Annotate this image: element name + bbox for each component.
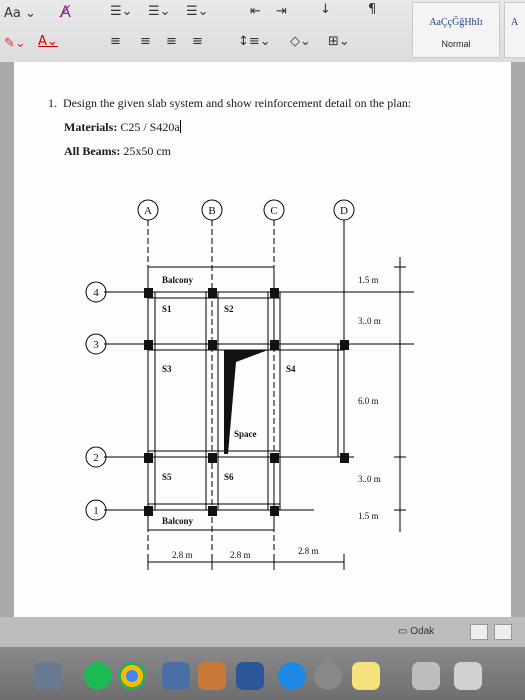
align-center-icon[interactable]: ≡ (140, 34, 151, 49)
slab-plan-drawing: A B C D 4 3 2 1 Balcony Balcony Space S1… (85, 199, 414, 570)
align-left-icon[interactable]: ≡ (110, 34, 121, 49)
sort-icon[interactable]: ↓ (320, 2, 331, 17)
focus-mode-label: Odak (410, 626, 435, 637)
multilevel-list-icon[interactable]: ☰⌄ (186, 4, 209, 19)
text-cursor (179, 120, 181, 133)
web-layout-icon[interactable] (494, 624, 512, 640)
axis-label-col: D (340, 205, 348, 217)
status-bar (0, 617, 525, 647)
axis-label-row: 3 (93, 339, 99, 351)
style-normal-tile[interactable]: AaÇçĞğHhIı Normal (412, 2, 500, 58)
document-stack-icon[interactable] (412, 662, 440, 690)
balcony-top-label: Balcony (162, 275, 194, 285)
preview-icon[interactable] (162, 662, 190, 690)
question-prompt: Design the given slab system and show re… (63, 96, 412, 110)
increase-indent-icon[interactable]: ⇥ (276, 4, 287, 19)
dim-bottom: 2.8 m (172, 550, 193, 560)
print-layout-icon[interactable] (470, 624, 488, 640)
stickies-icon[interactable] (352, 662, 380, 690)
axis-label-col: B (208, 205, 215, 217)
word-icon[interactable] (236, 662, 264, 690)
decrease-indent-icon[interactable]: ⇤ (250, 4, 261, 19)
justify-icon[interactable]: ≡ (192, 34, 203, 49)
focus-mode-button[interactable]: ▭ Odak (398, 626, 435, 637)
dim-right: 3..0 m (358, 316, 381, 326)
notes-icon[interactable] (198, 662, 226, 690)
question-number: 1. (48, 96, 57, 110)
spotify-icon[interactable] (84, 662, 112, 690)
space-label: Space (234, 429, 257, 439)
font-size-control[interactable]: Aa ⌄ (4, 6, 36, 21)
clear-format-icon[interactable]: A̸ (60, 2, 71, 21)
style-preview: A (511, 17, 519, 28)
borders-icon[interactable]: ⊞⌄ (328, 34, 350, 49)
beams-label: All Beams: (64, 144, 121, 158)
slab-label: S6 (224, 472, 234, 482)
ribbon-toolbar: Aa ⌄ A̸ ☰⌄ ☰⌄ ☰⌄ ⇤ ⇥ ↓ ¶ ✎⌄ A⌄ ≡ ≡ ≡ ≡ ↕… (0, 0, 525, 62)
materials-label: Materials: (64, 120, 118, 134)
axis-label-row: 4 (93, 287, 99, 299)
dim-right: 6.0 m (358, 396, 379, 406)
dim-right: 1.5 m (358, 511, 379, 521)
slab-label: S2 (224, 304, 234, 314)
dim-bottom: 2.8 m (230, 550, 251, 560)
question-line: 1. Design the given slab system and show… (48, 96, 411, 111)
system-preferences-icon[interactable] (314, 662, 342, 690)
document-page[interactable]: 1. Design the given slab system and show… (14, 62, 511, 617)
font-size-label: Aa (4, 6, 21, 21)
numbering-icon[interactable]: ☰⌄ (148, 4, 171, 19)
trash-icon[interactable] (454, 662, 482, 690)
axis-label-row: 1 (93, 505, 99, 517)
space-opening-shading (224, 350, 268, 454)
slab-label: S4 (286, 364, 296, 374)
app-store-icon[interactable] (278, 662, 306, 690)
slab-label: S5 (162, 472, 172, 482)
axis-label-row: 2 (93, 452, 99, 464)
launchpad-icon[interactable] (34, 662, 62, 690)
shading-icon[interactable]: ◇⌄ (290, 34, 311, 49)
axis-label-col: C (270, 205, 277, 217)
slab-label: S3 (162, 364, 172, 374)
materials-line: Materials: C25 / S420a (64, 120, 181, 135)
font-color-icon[interactable]: A⌄ (38, 34, 58, 49)
line-spacing-icon[interactable]: ↕≡⌄ (238, 34, 271, 49)
slab-label: S1 (162, 304, 172, 314)
dim-right: 3..0 m (358, 474, 381, 484)
style-name: Normal (441, 39, 471, 49)
style-next-tile[interactable]: A (504, 2, 525, 58)
highlight-icon[interactable]: ✎⌄ (4, 36, 26, 51)
axis-label-col: A (144, 205, 152, 217)
style-preview: AaÇçĞğHhIı (429, 17, 483, 28)
pilcrow-icon[interactable]: ¶ (368, 2, 377, 17)
materials-value: C25 / S420a (120, 120, 180, 134)
beams-value: 25x50 cm (123, 144, 171, 158)
dim-bottom: 2.8 m (298, 546, 319, 556)
chrome-icon[interactable] (118, 662, 146, 690)
balcony-bottom-label: Balcony (162, 516, 194, 526)
align-right-icon[interactable]: ≡ (166, 34, 177, 49)
beams-line: All Beams: 25x50 cm (64, 144, 171, 159)
dim-right: 1.5 m (358, 275, 379, 285)
bullets-icon[interactable]: ☰⌄ (110, 4, 133, 19)
